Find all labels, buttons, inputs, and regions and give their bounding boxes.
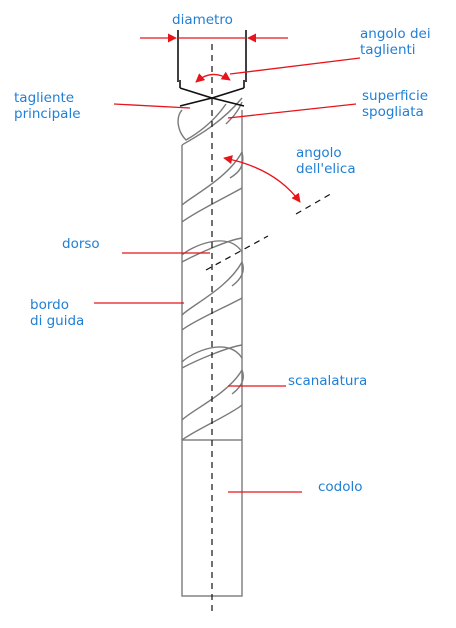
leader-lines: [94, 57, 361, 493]
tip-angle-arc: [195, 71, 231, 83]
label-tagliente-principale: tagliente principale: [14, 90, 81, 122]
label-dorso: dorso: [62, 236, 100, 252]
helix-angle-arc: [223, 155, 301, 203]
drill-flutes: [177, 97, 244, 441]
label-diametro: diametro: [172, 12, 233, 28]
label-codolo: codolo: [318, 479, 363, 495]
helix-angle-line: [295, 191, 335, 215]
drill-tip: [179, 80, 245, 107]
label-angolo-elica: angolo dell'elica: [296, 145, 356, 177]
helix-reference-line: [205, 235, 269, 271]
diameter-dimension: [140, 30, 288, 82]
label-angolo-taglienti: angolo dei taglienti: [360, 26, 431, 58]
label-superficie-spogliata: superficie spogliata: [362, 88, 428, 120]
label-bordo-guida: bordo di guida: [30, 297, 85, 329]
label-scanalatura: scanalatura: [288, 373, 368, 389]
